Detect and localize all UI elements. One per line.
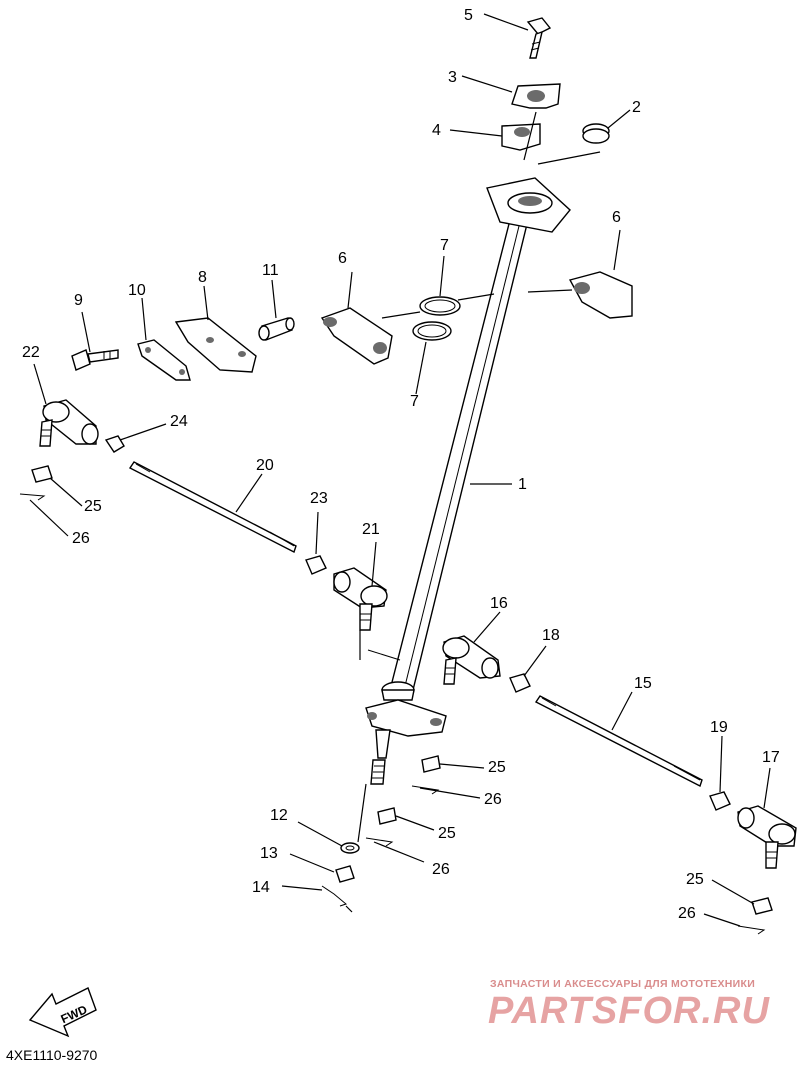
callout-15: 15 [634,675,652,692]
callout-8: 8 [198,269,207,286]
callout-7-lower: 7 [410,393,419,410]
cotter-pin-part-14 [321,885,348,907]
handlebar-clamp-upper-part-3 [511,83,561,109]
tie-rod-end-part-16 [442,635,501,685]
cotter-pin-part-26-left [19,493,46,501]
callout-5: 5 [464,7,473,24]
nut-part-18 [509,673,531,693]
callout-10: 10 [128,282,146,299]
nut-part-25-left [31,465,53,483]
circlip-part-7-upper [419,296,461,316]
callout-12: 12 [270,807,288,824]
callout-24: 24 [170,413,188,430]
callout-1: 1 [518,476,527,493]
nut-part-25-center-lower [377,807,397,825]
cap-part-2 [582,123,610,144]
tie-rod-end-part-17 [737,805,797,869]
watermark-logo: PARTSFOR.RU [488,990,770,1032]
callout-20: 20 [256,457,274,474]
callout-26-left: 26 [72,530,90,547]
handlebar-clamp-lower-part-4 [501,123,541,151]
callout-9: 9 [74,292,83,309]
callout-25-center-upper: 25 [488,759,506,776]
washer-part-12 [340,842,360,854]
nut-part-25-center-upper [421,755,441,773]
nut-part-19 [709,791,731,811]
cotter-pin-part-26-center-lower [365,837,394,847]
bushing-holder-part-6-left [320,307,393,365]
callout-25-left: 25 [84,498,102,515]
callout-14: 14 [252,879,270,896]
callout-6-right: 6 [612,209,621,226]
callout-2: 2 [632,99,641,116]
nut-part-24 [104,435,125,453]
tie-rod-part-15 [534,695,703,787]
callout-26-center-lower: 26 [432,861,450,878]
bushing-holder-part-6-right [568,271,633,319]
tie-rod-end-part-22 [39,399,99,447]
nut-part-23 [305,555,327,575]
callout-11: 11 [262,262,279,279]
callout-21: 21 [362,521,380,538]
tie-rod-end-part-21 [333,567,388,631]
callout-6-left: 6 [338,250,347,267]
callout-3: 3 [448,69,457,86]
callout-25-center-lower: 25 [438,825,456,842]
leader-lines [29,13,771,927]
callout-25-right: 25 [686,871,704,888]
plate-part-8 [174,317,257,373]
tie-rod-part-20 [128,461,297,553]
callout-26-right: 26 [678,905,696,922]
circlip-part-7-lower [412,321,452,341]
bolt-part-9 [71,349,119,371]
callout-13: 13 [260,845,278,862]
callout-16: 16 [490,595,508,612]
callout-23: 23 [310,490,328,507]
callout-18: 18 [542,627,560,644]
callout-19: 19 [710,719,728,736]
cotter-pin-part-26-center-upper [411,785,440,795]
collar-part-11 [258,317,295,341]
nut-part-25-right [751,897,773,915]
cotter-pin-part-26-right [737,925,766,935]
callout-26-center-upper: 26 [484,791,502,808]
callout-labels: 1 2 3 4 5 6 6 7 7 8 9 10 11 12 13 14 15 … [22,7,780,922]
lock-washer-part-10 [137,339,191,381]
fwd-arrow-icon: FWD [28,987,97,1038]
watermark-caption: ЗАПЧАСТИ И АКСЕССУАРЫ ДЛЯ МОТОТЕХНИКИ [490,978,756,990]
steering-shaft-part [365,177,571,785]
callout-4: 4 [432,122,441,139]
callout-22: 22 [22,344,40,361]
diagram-code: 4XE1110-9270 [6,1047,98,1063]
callout-17: 17 [762,749,780,766]
nut-part-13 [335,865,355,883]
bolt-part-5 [526,17,552,59]
callout-7-upper: 7 [440,237,449,254]
